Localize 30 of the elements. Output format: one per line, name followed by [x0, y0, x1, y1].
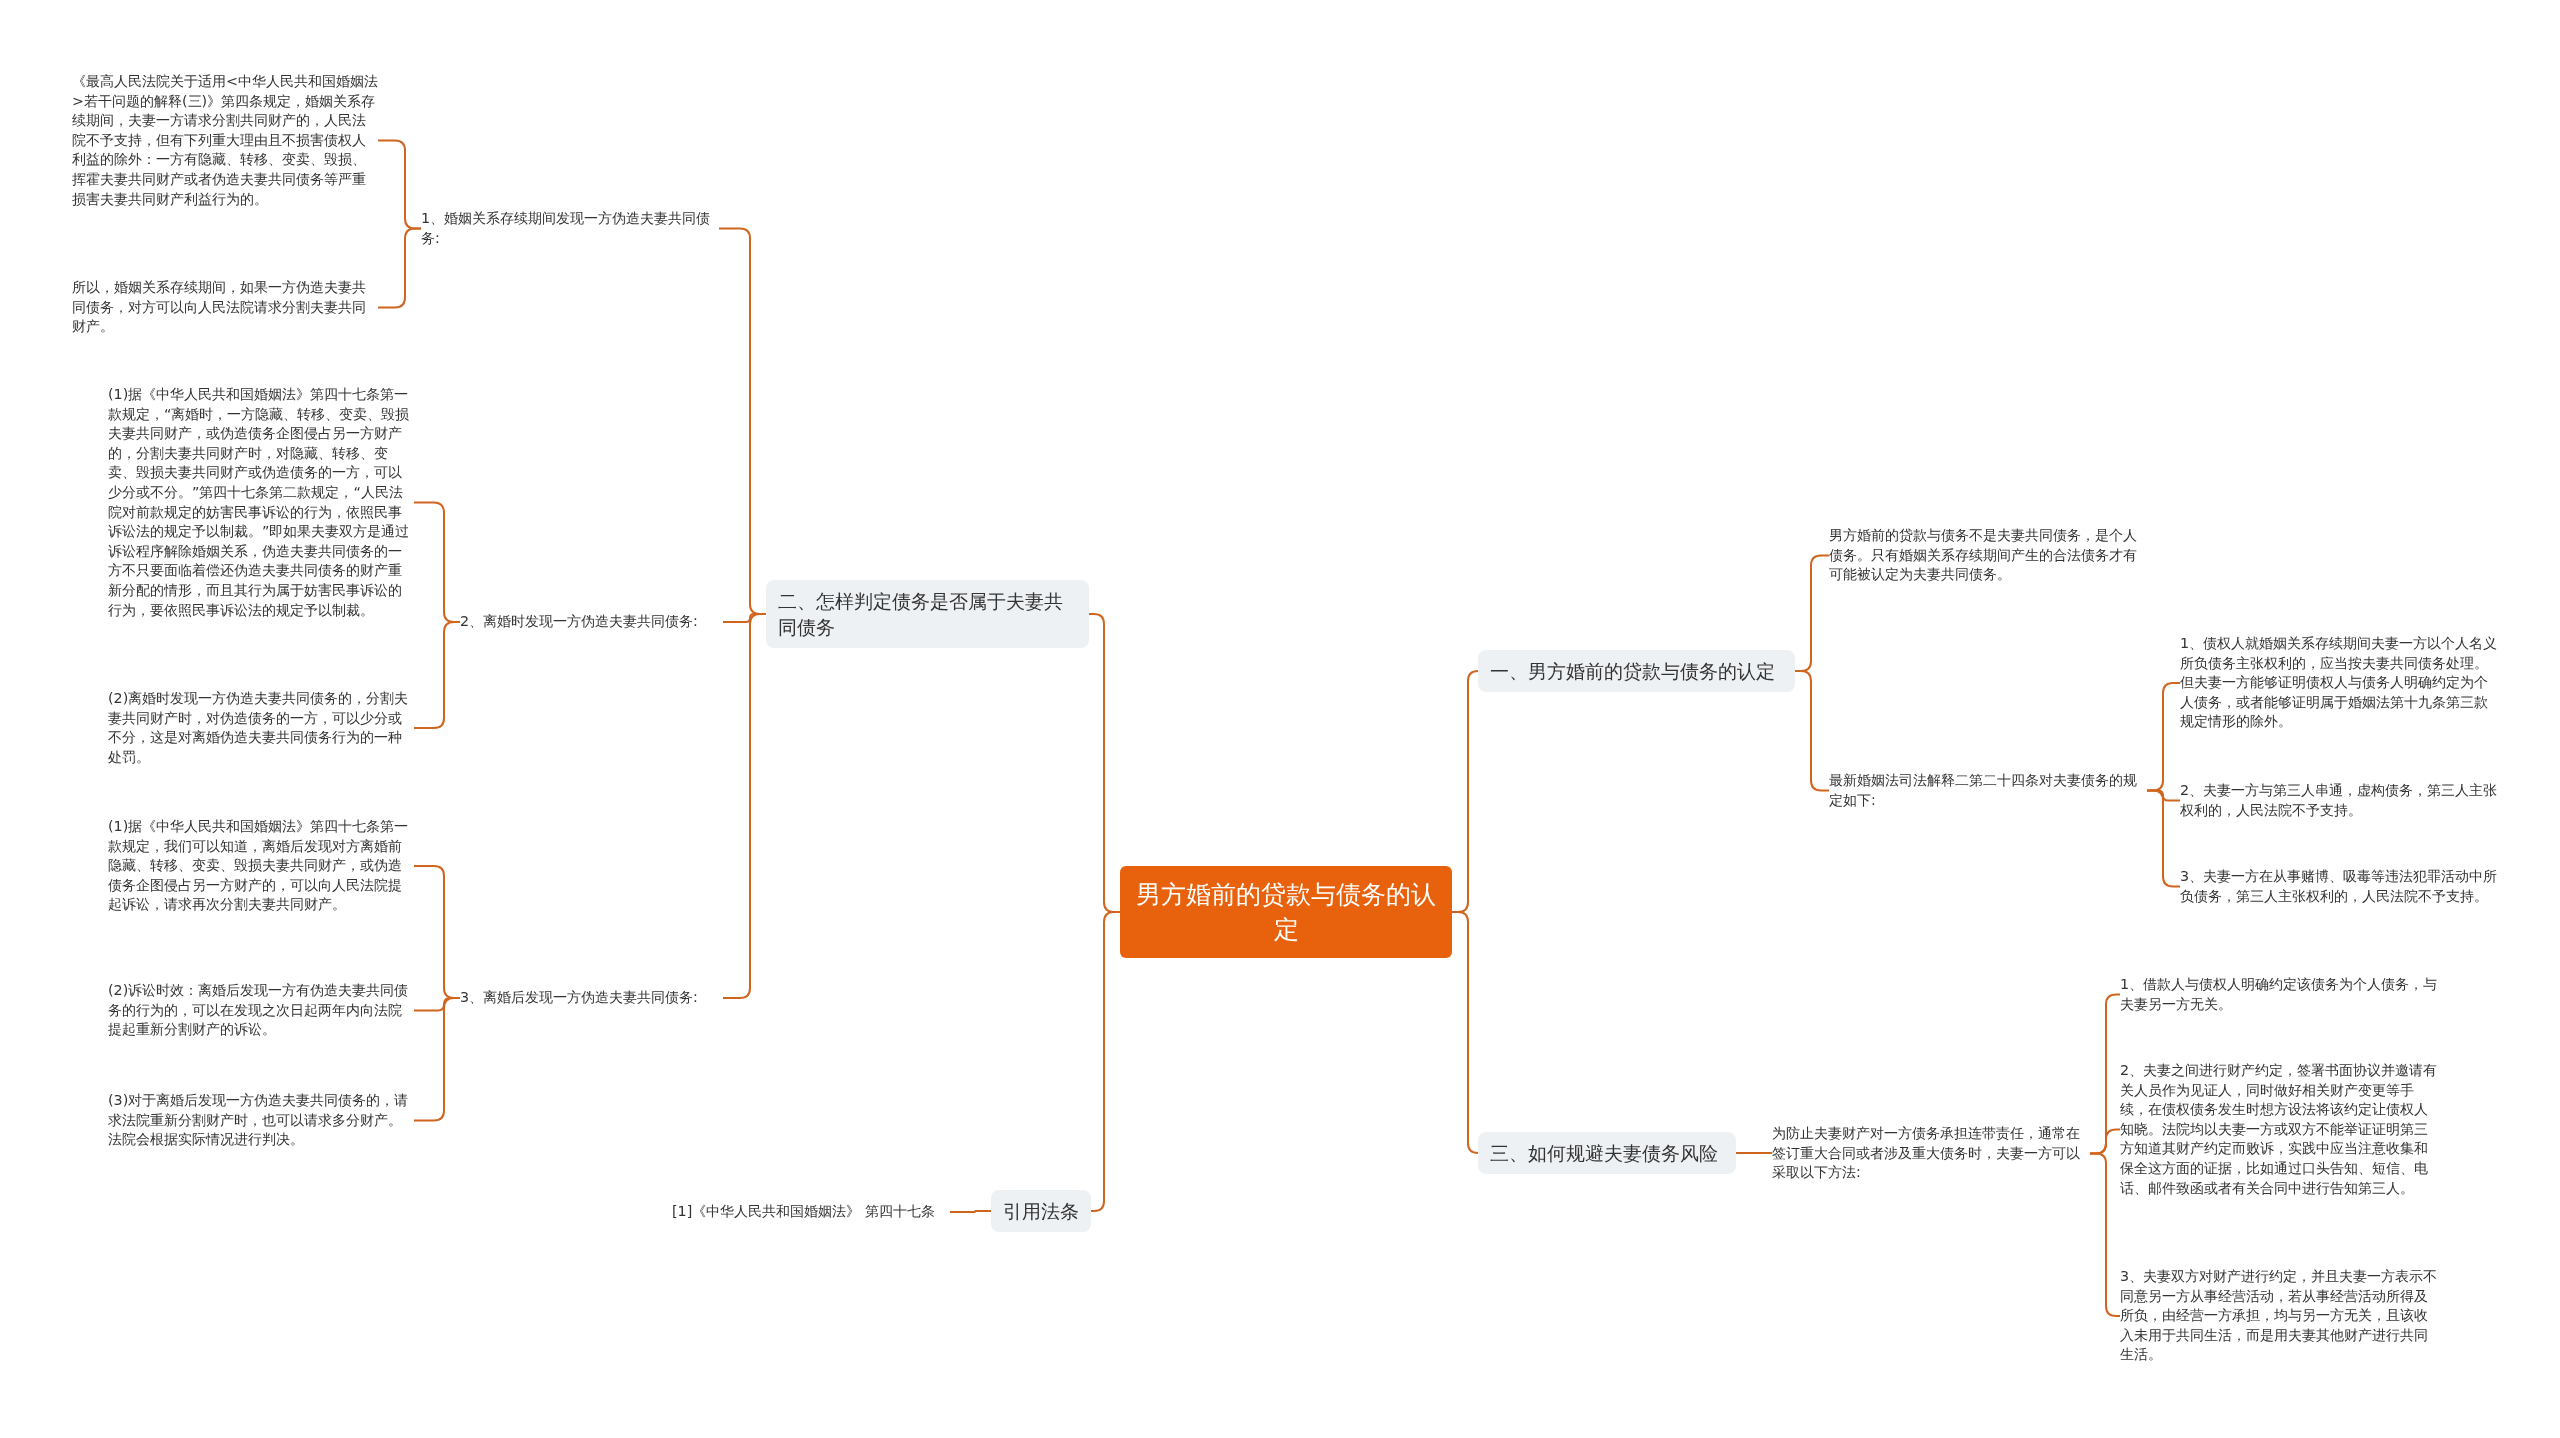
topic-text: (1)据《中华人民共和国婚姻法》第四十七条第一款规定，“离婚时，一方隐藏、转移、变卖、毁损夫妻共同财产，或伪造债务企图侵占另一方财产的，分割夫妻共同财产时，对隐藏、转移、变卖、毁损夫妻共同财产或伪造债务的一方，可以少分或不分。”第四十七条第二款规定，“人民法院对前款规定的妨害民事诉讼的行为，依照民事诉讼法的规定予以制裁。”即如果夫妻双方是通过诉讼程序解除婚姻关系，伪造夫妻共同债务的一方不只要面临着偿还伪造夫妻共同债务的财产重新分配的情形，而且其行为属于妨害民事诉讼的行为，要依照民事诉讼法的规定予以制裁。: [108, 385, 414, 621]
topic-text: (2)诉讼时效：离婚后发现一方有伪造夫妻共同债务的行为的，可以在发现之次日起两年内向法院提起重新分割财产的诉讼。: [108, 981, 414, 1040]
topic-box: 一、男方婚前的贷款与债务的认定: [1478, 650, 1795, 692]
topic-text: 3、夫妻一方在从事赌博、吸毒等违法犯罪活动中所负债务，第三人主张权利的，人民法院不予支持。: [2180, 867, 2498, 907]
topic-text: 2、夫妻之间进行财产约定，签署书面协议并邀请有关人员作为见证人，同时做好相关财产变更等手续，在债权债务发生时想方设法将该约定让债权人知晓。法院均以夫妻一方或双方不能举证证明第三方知道其财产约定而败诉，实践中应当注意收集和保全这方面的证据，比如通过口头告知、短信、电话、邮件致函或者有关合同中进行告知第三人。: [2120, 1061, 2438, 1199]
topic-text: 2、夫妻一方与第三人串通，虚构债务，第三人主张权利的，人民法院不予支持。: [2180, 781, 2498, 821]
topic-text: [1]《中华人民共和国婚姻法》 第四十七条: [672, 1202, 950, 1222]
connector-line: [949, 1210, 992, 1213]
topic-text: 1、债权人就婚姻关系存续期间夫妻一方以个人名义所负债务主张权利的，应当按夫妻共同债务处理。但夫妻一方能够证明债权人与债务人明确约定为个人债务，或者能够证明属于婚姻法第十九条第三款规定情形的除外。: [2180, 634, 2498, 732]
topic-text: 1、借款人与债权人明确约定该债务为个人债务，与夫妻另一方无关。: [2120, 975, 2438, 1015]
topic-text: 为防止夫妻财产对一方债务承担连带责任，通常在签订重大合同或者涉及重大债务时，夫妻一方可以采取以下方法:: [1772, 1124, 2090, 1183]
topic-text: (3)对于离婚后发现一方伪造夫妻共同债务的，请求法院重新分割财产时，也可以请求多分财产。法院会根据实际情况进行判决。: [108, 1091, 414, 1150]
connector-line: [2089, 1152, 2121, 1317]
topic-box: 三、如何规避夫妻债务风险: [1478, 1132, 1736, 1174]
topic-text: 1、婚姻关系存续期间发现一方伪造夫妻共同债务:: [421, 209, 719, 249]
topic-box: 引用法条: [991, 1190, 1091, 1232]
topic-text: 所以，婚姻关系存续期间，如果一方伪造夫妻共同债务，对方可以向人民法院请求分割夫妻共同财产。: [72, 278, 378, 337]
topic-text: 3、离婚后发现一方伪造夫妻共同债务:: [460, 988, 723, 1008]
connector-line: [1451, 911, 1479, 1154]
topic-text: (1)据《中华人民共和国婚姻法》第四十七条第一款规定，我们可以知道，离婚后发现对方离婚前隐藏、转移、变卖、毁损夫妻共同财产，或伪造债务企图侵占另一方财产的，可以向人民法院提起诉讼，请求再次分割夫妻共同财产。: [108, 817, 414, 915]
topic-text: 最新婚姻法司法解释二第二十四条对夫妻债务的规定如下:: [1829, 771, 2147, 811]
topic-text: 男方婚前的贷款与债务不是夫妻共同债务，是个人债务。只有婚姻关系存续期间产生的合法债务才有可能被认定为夫妻共同债务。: [1829, 526, 2147, 585]
connector-line: [1735, 1152, 1773, 1154]
topic-text: 2、离婚时发现一方伪造夫妻共同债务:: [460, 612, 723, 632]
topic-text: 3、夫妻双方对财产进行约定，并且夫妻一方表示不同意另一方从事经营活动，若从事经营活动所得及所负，由经营一方承担，均与另一方无关，且该收入未用于共同生活，而是用夫妻其他财产进行共同生活。: [2120, 1267, 2438, 1365]
topic-text: (2)离婚时发现一方伪造夫妻共同债务的，分割夫妻共同财产时，对伪造债务的一方，可以少分或不分，这是对离婚伪造夫妻共同债务行为的一种处罚。: [108, 689, 414, 768]
topic-box: 二、怎样判定债务是否属于夫妻共同债务: [766, 580, 1089, 648]
topic-text: 《最高人民法院关于适用<中华人民共和国婚姻法>若干问题的解释(三)》第四条规定，婚姻关系存续期间，夫妻一方请求分割共同财产的，人民法院不予支持，但有下列重大理由且不损害债权人利益的除外：一方有隐藏、转移、变卖、毁损、挥霍夫妻共同财产或者伪造夫妻共同债务等严重损害夫妻共同财产利益行为的。: [72, 72, 378, 210]
connector-line: [1090, 911, 1121, 1212]
central-topic-box: 男方婚前的贷款与债务的认定: [1120, 866, 1452, 958]
